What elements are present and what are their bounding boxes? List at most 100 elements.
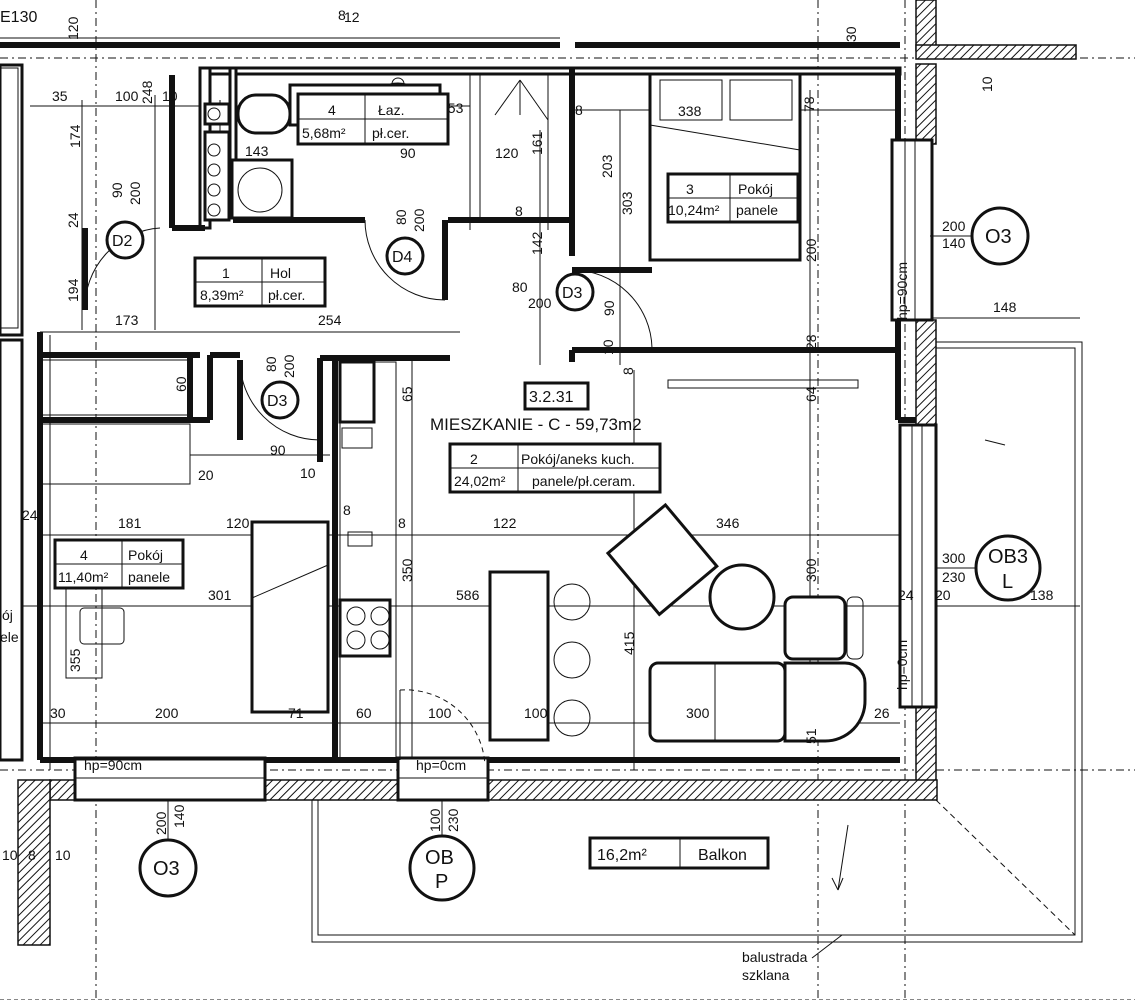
room-name: Łaz. xyxy=(378,102,404,118)
dim: 200 xyxy=(528,295,552,311)
dim: 8 xyxy=(515,203,523,219)
dim: 203 xyxy=(599,154,615,178)
dim: 78 xyxy=(801,96,817,112)
partial-label: ele xyxy=(0,629,19,645)
dim: 28 xyxy=(803,334,819,350)
balustrade-line-2: szklana xyxy=(742,967,790,983)
dim: 60 xyxy=(173,376,189,392)
dim: 8 xyxy=(575,102,583,118)
dim: 100 xyxy=(427,808,443,832)
door-tag: D4 xyxy=(392,249,413,266)
dim: 90 xyxy=(601,300,617,316)
dim: 300 xyxy=(942,550,966,566)
dim: 80 xyxy=(393,209,409,225)
sill-note: hp=0cm xyxy=(894,640,910,690)
dim: 26 xyxy=(874,705,890,721)
door-tags: D2 D3 D3 D4 xyxy=(105,220,595,420)
dim: 8 xyxy=(398,515,406,531)
dim: 51 xyxy=(803,728,819,744)
dim: 30 xyxy=(843,26,859,42)
dim: 90 xyxy=(400,145,416,161)
dim: 80 xyxy=(512,279,528,295)
dim: 80 xyxy=(263,356,279,372)
room-floor: pł.cer. xyxy=(268,287,305,303)
room-area: 24,02m² xyxy=(454,473,506,489)
apartment-name: MIESZKANIE - C - 59,73m2 xyxy=(430,415,642,434)
dim: 10 xyxy=(162,88,178,104)
dim: 20 xyxy=(198,467,214,483)
room-name: Pokój xyxy=(128,547,163,563)
room-name: Hol xyxy=(270,265,291,281)
room-label-bedroom-3: 3 10,24m² Pokój panele xyxy=(666,172,800,224)
dim: 10 xyxy=(2,847,18,863)
dim: 60 xyxy=(356,705,372,721)
room-area: 8,39m² xyxy=(200,287,244,303)
door-tag: D3 xyxy=(562,285,583,302)
room-number: 4 xyxy=(328,102,336,118)
dim: 174 xyxy=(67,124,83,148)
window-tag: O3 xyxy=(985,226,1012,248)
dim: 161 xyxy=(529,131,545,155)
dim: 200 xyxy=(153,811,169,835)
dim: 200 xyxy=(155,705,179,721)
door-tag: D2 xyxy=(112,233,133,250)
window-tag: OB xyxy=(425,847,454,869)
window-tag: O3 xyxy=(153,858,180,880)
dim: 24 xyxy=(22,507,38,523)
dim: 200 xyxy=(803,238,819,262)
dim: 230 xyxy=(942,569,966,585)
dim: 65 xyxy=(399,386,415,402)
dim: 20 xyxy=(935,587,951,603)
balustrade-line-1: balustrada xyxy=(742,949,808,965)
dim: 173 xyxy=(115,312,139,328)
dim: 300 xyxy=(686,705,710,721)
dim: 10 xyxy=(979,76,995,92)
room-area: 5,68m² xyxy=(302,125,346,141)
sill-note: hp=90cm xyxy=(84,757,142,773)
room-floor: panele xyxy=(736,202,778,218)
room-floor: panele xyxy=(128,569,170,585)
dim: 10 xyxy=(55,847,71,863)
dim: 10 xyxy=(600,339,616,355)
dim: 350 xyxy=(399,558,415,582)
room-label-room-4: 4 11,40m² Pokój panele xyxy=(53,538,185,590)
room-label-bathroom: 4 5,68m² Łaz. pł.cer. xyxy=(296,92,450,146)
dim: 8 xyxy=(343,502,351,518)
dim: 355 xyxy=(67,648,83,672)
dim: 24 xyxy=(65,212,81,228)
dim: 338 xyxy=(678,103,702,119)
room-label-living: 2 24,02m² Pokój/aneks kuch. panele/pł.ce… xyxy=(448,442,662,494)
room-label-hall: 1 8,39m² Hol pł.cer. xyxy=(193,256,327,308)
dim: 8 xyxy=(620,367,636,375)
balcony-area: 16,2m² xyxy=(597,847,647,864)
balcony-label: 16,2m² Balkon balustrada szklana xyxy=(588,836,808,983)
dim: 200 xyxy=(411,208,427,232)
apartment-label: 3.2.31 MIESZKANIE - C - 59,73m2 xyxy=(430,381,642,434)
dim: 303 xyxy=(619,191,635,215)
dim: 586 xyxy=(456,587,480,603)
dim: 138 xyxy=(1030,587,1054,603)
dim: 140 xyxy=(171,804,187,828)
sill-note: hp=0cm xyxy=(416,757,466,773)
balcony-name: Balkon xyxy=(698,847,747,864)
room-name: Pokój xyxy=(738,181,773,197)
door-tag: D3 xyxy=(267,393,288,410)
dim: 194 xyxy=(65,278,81,302)
apartment-number: 3.2.31 xyxy=(529,389,574,406)
room-number: 2 xyxy=(470,451,478,467)
dim: 148 xyxy=(993,299,1017,315)
dim: 120 xyxy=(226,515,250,531)
dim: 71 xyxy=(288,705,304,721)
partial-label: E130 xyxy=(0,9,37,26)
partial-label: ój xyxy=(2,607,13,623)
dim: 122 xyxy=(493,515,517,531)
dim: 90 xyxy=(270,442,286,458)
dim: 143 xyxy=(245,143,269,159)
dim: 415 xyxy=(621,631,637,655)
dim: 100 xyxy=(428,705,452,721)
dim: 140 xyxy=(942,235,966,251)
doors xyxy=(82,219,653,766)
dim: 35 xyxy=(52,88,68,104)
room-floor: pł.cer. xyxy=(372,125,409,141)
